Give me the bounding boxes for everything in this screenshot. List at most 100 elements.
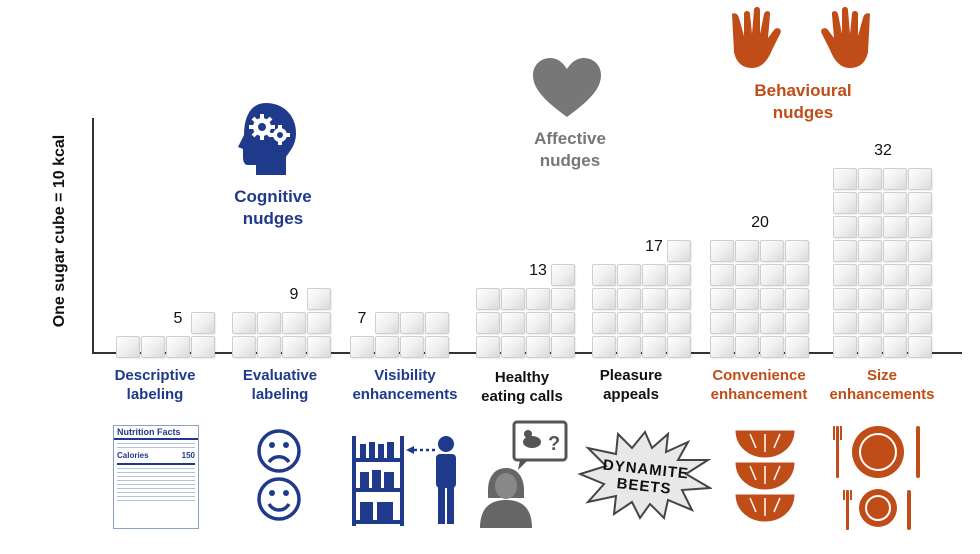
category-line: labeling [126, 386, 184, 403]
sugar-cube [858, 168, 882, 190]
shelf-person-icon [352, 436, 456, 526]
sugar-cube [642, 336, 666, 358]
sugar-cube [883, 240, 907, 262]
category-pleasure-appeals: Pleasure appeals [571, 366, 691, 404]
sugar-cube [908, 168, 932, 190]
sugar-cube [833, 288, 857, 310]
sugar-cube [375, 336, 399, 358]
sugar-cube [400, 336, 424, 358]
sugar-cube [551, 312, 575, 334]
sugar-cube [617, 264, 641, 286]
sugar-cube [501, 312, 525, 334]
sugar-cube [710, 288, 734, 310]
category-healthy-eating-calls: Healthy eating calls [462, 368, 582, 406]
heart-icon [533, 58, 601, 117]
sugar-cube [592, 312, 616, 334]
sugar-cube [501, 336, 525, 358]
category-visibility-enhancements: Visibility enhancements [345, 366, 465, 404]
nutrition-calories-row: Calories 150 [114, 451, 198, 460]
sugar-cube [617, 312, 641, 334]
category-evaluative-labeling: Evaluative labeling [220, 366, 340, 404]
sugar-cube [858, 216, 882, 238]
category-descriptive-labeling: Descriptive labeling [95, 366, 215, 404]
sugar-cube [476, 312, 500, 334]
sugar-cube [883, 168, 907, 190]
sugar-cube [642, 288, 666, 310]
sugar-cube [908, 288, 932, 310]
sugar-cube [307, 312, 331, 334]
category-line: Healthy [494, 369, 550, 386]
y-axis-label: One sugar cube = 10 kcal [51, 134, 68, 328]
sugar-cube [526, 288, 550, 310]
category-line: Pleasure [599, 367, 663, 384]
category-convenience-enhancement: Convenience enhancement [699, 366, 819, 404]
sugar-cube [883, 288, 907, 310]
sugar-cube [760, 336, 784, 358]
sugar-cube [282, 336, 306, 358]
sugar-cube [883, 312, 907, 334]
sugar-cube [735, 288, 759, 310]
sugar-cube [858, 336, 882, 358]
sugar-cube [858, 192, 882, 214]
sugar-cube [667, 312, 691, 334]
sugar-cube [785, 240, 809, 262]
nutrition-calories-value: 150 [181, 451, 195, 460]
sugar-cube [710, 312, 734, 334]
sugar-cube [526, 336, 550, 358]
sad-face-icon [257, 429, 301, 473]
sugar-cube [476, 336, 500, 358]
sugar-cube [760, 240, 784, 262]
sugar-cube [307, 288, 331, 310]
category-line: Descriptive [114, 367, 196, 384]
sugar-cube [760, 312, 784, 334]
sugar-cube [400, 312, 424, 334]
sugar-cube [883, 336, 907, 358]
sugar-cube [833, 240, 857, 262]
sugar-cube [232, 312, 256, 334]
starburst-icon [578, 430, 712, 520]
category-line: Convenience [712, 367, 806, 384]
sugar-cube [908, 336, 932, 358]
category-line: enhancements [352, 386, 458, 403]
category-line: enhancement [710, 386, 808, 403]
sugar-cube [735, 264, 759, 286]
sugar-cube [858, 288, 882, 310]
sugar-cube [883, 216, 907, 238]
sugar-cube [617, 336, 641, 358]
sugar-cube [785, 336, 809, 358]
nutrition-calories-label: Calories [117, 451, 149, 460]
category-line: enhancements [829, 386, 935, 403]
sugar-cube [833, 336, 857, 358]
category-size-enhancements: Size enhancements [822, 366, 942, 404]
woman-thinking-icon: ? [480, 420, 568, 528]
sugar-cube [166, 336, 190, 358]
sugar-cube [116, 336, 140, 358]
sugar-cube [642, 264, 666, 286]
value-label-3: 7 [357, 310, 367, 327]
sugar-cube [833, 264, 857, 286]
sugar-cube [425, 336, 449, 358]
sugar-cube [833, 168, 857, 190]
sugar-cube [592, 264, 616, 286]
value-label-2: 9 [289, 286, 299, 303]
nutrition-facts-icon: Nutrition Facts Calories 150 [113, 425, 199, 529]
sugar-cube [257, 312, 281, 334]
sugar-cube [735, 240, 759, 262]
value-label-5: 17 [645, 238, 663, 255]
sugar-cube [883, 192, 907, 214]
sugar-cube [908, 264, 932, 286]
sugar-cube [592, 336, 616, 358]
sugar-cube [667, 288, 691, 310]
sugar-cube [833, 192, 857, 214]
sugar-cube [232, 336, 256, 358]
sugar-cube [710, 264, 734, 286]
sugar-cube [735, 312, 759, 334]
sugar-cube [667, 240, 691, 262]
y-axis [92, 118, 94, 354]
sugar-cube [908, 192, 932, 214]
sugar-cube [760, 288, 784, 310]
behavioural-group-title: Behavioural nudges [754, 81, 852, 122]
sugar-cube [257, 336, 281, 358]
value-label-7: 32 [874, 142, 892, 159]
sugar-cube [375, 312, 399, 334]
